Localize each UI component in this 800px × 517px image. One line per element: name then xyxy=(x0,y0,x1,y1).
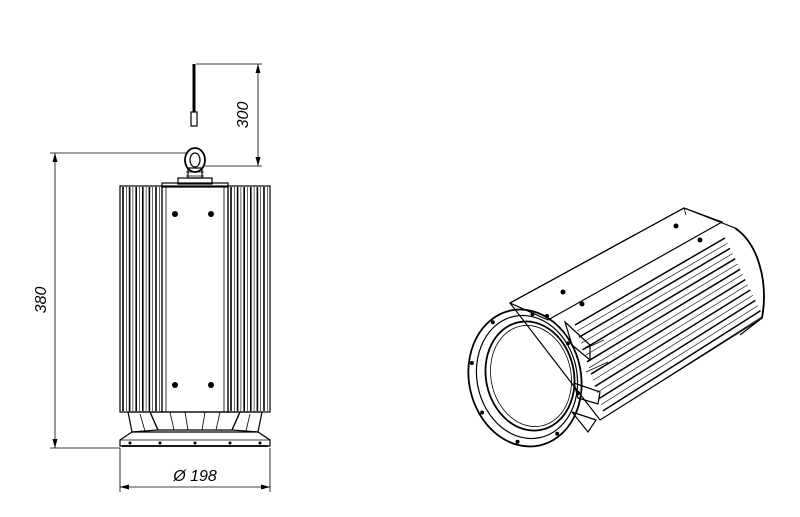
fin-line xyxy=(588,274,743,369)
screw-hole xyxy=(697,237,703,243)
bottom-flange xyxy=(119,431,271,447)
dimension-diameter-label: Ø 198 xyxy=(172,468,217,485)
flange-bolt xyxy=(576,391,581,395)
flange-bolt xyxy=(128,441,132,445)
fin-line xyxy=(604,315,764,418)
top-panel xyxy=(508,207,724,321)
screw-hole xyxy=(208,211,214,217)
fin-line xyxy=(582,258,736,351)
flange-bolt xyxy=(480,410,485,415)
flange-bolt xyxy=(158,441,162,445)
dimension-cable: 300 xyxy=(196,63,262,167)
screw-hole xyxy=(172,382,178,388)
screw-hole xyxy=(208,382,214,388)
front-flange xyxy=(467,308,583,448)
fin-line xyxy=(600,305,759,405)
front-view: 300 380 Ø 198 xyxy=(33,63,271,492)
fin-line xyxy=(578,247,731,338)
finned-body xyxy=(509,207,765,421)
fin-line xyxy=(576,242,728,332)
fin-line xyxy=(574,237,726,326)
flange-bolt xyxy=(193,441,197,445)
fin-line xyxy=(598,299,756,400)
flange-bolt xyxy=(530,312,535,317)
fin-line xyxy=(592,284,748,381)
flange-bolt xyxy=(258,441,262,445)
flange-bolt xyxy=(555,431,560,436)
fin-line xyxy=(586,268,741,363)
center-panel xyxy=(161,185,229,413)
fin-line xyxy=(602,310,761,412)
flange-bolt xyxy=(565,341,570,346)
fin-line xyxy=(580,253,733,344)
hanging-ring xyxy=(177,147,213,185)
screw-hole xyxy=(560,289,566,295)
right-fin-block xyxy=(227,185,271,413)
fin-line xyxy=(596,294,754,393)
power-cable xyxy=(190,64,198,127)
fin-line xyxy=(590,278,746,375)
front-ribs xyxy=(563,320,609,434)
screw-hole xyxy=(673,223,679,229)
dimension-cable-label: 300 xyxy=(235,102,252,129)
flange-bolt xyxy=(228,441,232,445)
top-cap xyxy=(161,182,229,188)
flange-bolt xyxy=(469,361,474,365)
dimension-height: 380 xyxy=(33,152,186,449)
flange-bolt xyxy=(515,439,520,444)
isometric-view xyxy=(467,207,765,448)
fin-line xyxy=(594,289,751,387)
left-fin-block xyxy=(119,185,163,413)
bottom-ribs xyxy=(127,411,263,433)
dimension-diameter: Ø 198 xyxy=(119,448,271,492)
fin-line xyxy=(584,263,738,356)
screw-hole xyxy=(172,211,178,217)
flange-bolt xyxy=(490,320,495,325)
dimension-height-label: 380 xyxy=(33,287,50,314)
screw-hole xyxy=(579,301,585,307)
